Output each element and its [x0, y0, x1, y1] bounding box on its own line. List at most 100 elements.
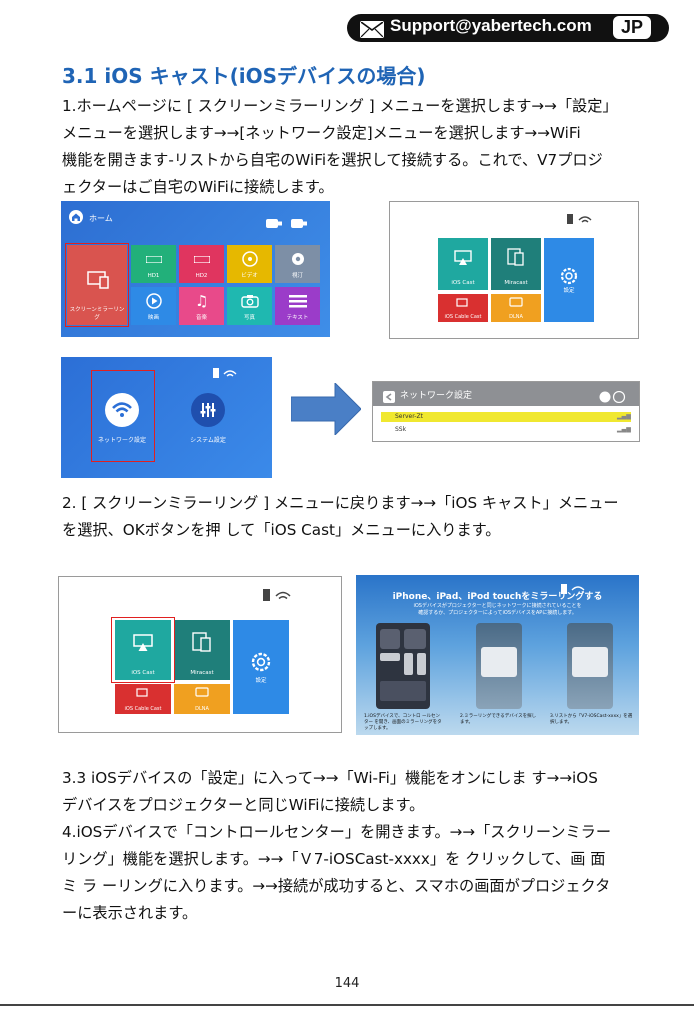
tile-setting[interactable]: 設定	[233, 620, 289, 714]
tile-dlna[interactable]: DLNA	[491, 294, 541, 322]
tile-label: 音楽	[195, 315, 207, 321]
tile-label: HD2	[195, 273, 208, 279]
tile-label: iOS Cast	[451, 280, 475, 286]
miracast-icon	[507, 248, 525, 268]
tile-label: HD1	[147, 273, 160, 279]
tv-icon	[509, 297, 523, 310]
usb-icon	[266, 213, 282, 232]
tile-label: iOS Cable Cast	[124, 706, 162, 712]
step4-line-2: リング」機能を選択します。→→「Ｖ7-iOSCast-xxxx」を クリックして…	[62, 850, 606, 868]
section-title: 3.1 iOS キャスト(iOSデバイスの場合)	[62, 64, 426, 88]
step1-line-2: メニューを選択します→→[ネットワーク設定]メニューを選択します→→WiFi	[62, 124, 581, 142]
step1-line-3: 機能を開きます-リストから自宅のWiFiを選択して接続する。これで、V7プロジ	[62, 151, 603, 169]
step4-line-4: ーに表示されます。	[62, 904, 198, 922]
tile-hd1[interactable]: HD1	[131, 245, 176, 283]
network-settings-label: ネットワーク設定	[97, 437, 146, 444]
camera-icon	[241, 294, 259, 310]
tile-ios-cable-cast[interactable]: iOS Cable Cast	[438, 294, 488, 322]
guide-step-1: 1.iOSデバイスで、コントロ ールセンター を開き、画面のミラーリングをタップ…	[364, 714, 442, 731]
tile-hd2[interactable]: HD2	[179, 245, 224, 283]
settings-screen: ネットワーク設定 システム設定	[61, 357, 272, 478]
guide-subtitle-2: 確認するか、プロジェクターによってiOSデバイスをAPに接続します。	[418, 610, 577, 616]
step3-line-2: デバイスをプロジェクターと同じWiFiに接続します。	[62, 796, 425, 814]
step4-line-3: ミ ラ ーリングに入ります。→→接続が成功すると、スマホの画面がプロジェクタ	[62, 877, 611, 895]
hdmi-icon	[193, 255, 211, 265]
support-email[interactable]: Support@yabertech.com	[390, 16, 592, 35]
tile-label: Miracast	[190, 670, 214, 676]
gear-icon	[290, 251, 306, 269]
gear-icon	[250, 651, 272, 675]
tile-label: DLNA	[509, 314, 523, 320]
status-icons	[599, 388, 629, 407]
mirror-menu-screen: iOS Cast Miracast 設定 iOS Cable Cast DLNA	[389, 201, 639, 339]
tile-label: ビデオ	[241, 273, 258, 279]
step4-line-1: 4.iOSデバイスで「コントロールセンター」を開きます。→→「スクリーンミラー	[62, 823, 612, 841]
tile-label: 設定	[563, 288, 575, 294]
tile-screen-mirroring[interactable]: スクリーンミラーリング	[67, 245, 127, 325]
tile-ios-cable-cast[interactable]: iOS Cable Cast	[115, 684, 171, 714]
tile-label: DLNA	[195, 706, 209, 712]
phone-select	[567, 623, 613, 709]
highlight-box	[111, 617, 175, 683]
highlight-box	[91, 370, 155, 462]
menu-lines-icon	[289, 294, 307, 310]
wifi-icon[interactable]	[105, 393, 139, 431]
tile-ios-cast[interactable]: iOS Cast	[115, 620, 171, 680]
cable-icon	[456, 298, 470, 310]
hdmi-icon	[145, 255, 163, 265]
usb-wifi-icons	[213, 363, 237, 382]
network-title: ネットワーク設定	[400, 391, 473, 401]
tile-text[interactable]: テキスト	[275, 287, 320, 325]
network-row-label: Server-Zt	[395, 413, 423, 420]
tile-label: iOS Cable Cast	[444, 314, 482, 320]
airplay-icon	[454, 250, 472, 268]
guide-step-3: 3.リストから「V7-iOSCast-xxxx」を選択します。	[550, 714, 633, 725]
step3-line-1: 3.3 iOSデバイスの「設定」に入って→→「Wi-Fi」機能をオンにしま す→…	[62, 769, 598, 787]
usb-icon-2	[291, 213, 307, 232]
right-arrow-icon	[290, 381, 362, 439]
tile-miracast[interactable]: Miracast	[174, 620, 230, 680]
tile-dlna[interactable]: DLNA	[174, 684, 230, 714]
sliders-icon[interactable]	[191, 393, 225, 431]
tile-miracast[interactable]: Miracast	[491, 238, 541, 290]
signal-icon: ▂▄▆	[617, 426, 631, 433]
home-icon	[69, 209, 83, 228]
tile-video[interactable]: ビデオ	[227, 245, 272, 283]
ios-guide-screen: iPhone、iPad、iPod touchをミラーリングする iOSデバイスが…	[356, 575, 639, 735]
phone-control-center	[376, 623, 430, 709]
signal-icon: ▂▄▆	[617, 413, 631, 420]
guide-step-2: 2.ミラーリングできるデバイスを探します。	[460, 714, 537, 725]
tile-label: 写真	[243, 315, 255, 321]
tile-label: 映画	[147, 315, 159, 321]
step1-line-1: 1.ホームページに [ スクリーンミラーリング ] メニューを選択します→→「設…	[62, 97, 618, 115]
network-row-label[interactable]: SSk	[395, 426, 407, 433]
tv-icon	[195, 687, 209, 700]
mirror-menu-screen-2: iOS Cast Miracast 設定 iOS Cable Cast DLNA	[58, 576, 342, 733]
tile-label: 設定	[255, 678, 267, 684]
play-icon	[146, 293, 162, 311]
airplay-icon	[133, 634, 153, 654]
phone-search	[476, 623, 522, 709]
tile-photo[interactable]: 写真	[227, 287, 272, 325]
home-title: ホーム	[89, 214, 113, 223]
tile-movie[interactable]: 映画	[131, 287, 176, 325]
guide-title: iPhone、iPad、iPod touchをミラーリングする	[392, 592, 603, 602]
music-icon: ♫	[195, 292, 209, 310]
usb-wifi-icons	[567, 209, 593, 228]
tile-ios-cast[interactable]: iOS Cast	[438, 238, 488, 290]
tile-label: Miracast	[504, 280, 528, 286]
tile-music[interactable]: ♫ 音楽	[179, 287, 224, 325]
network-row-selected[interactable]	[381, 412, 631, 422]
tile-setting[interactable]: 設定	[544, 238, 594, 322]
step1-line-4: ェクターはご自宅のWiFiに接続します。	[62, 178, 334, 196]
miracast-icon	[192, 632, 212, 654]
back-icon[interactable]	[383, 388, 395, 407]
tile-label: iOS Cast	[131, 670, 155, 676]
highlight-box	[65, 243, 129, 327]
step2-line-1: 2. [ スクリーンミラーリング ] メニューに戻ります→→「iOS キャスト」…	[62, 494, 619, 512]
tile-label: テキスト	[286, 315, 309, 321]
network-header	[373, 382, 639, 406]
step2-line-2: を選択、OKボタンを押 して「iOS Cast」メニューに入ります。	[62, 521, 501, 539]
usb-wifi-icons	[561, 579, 585, 598]
tile-settings[interactable]: 視汀	[275, 245, 320, 283]
